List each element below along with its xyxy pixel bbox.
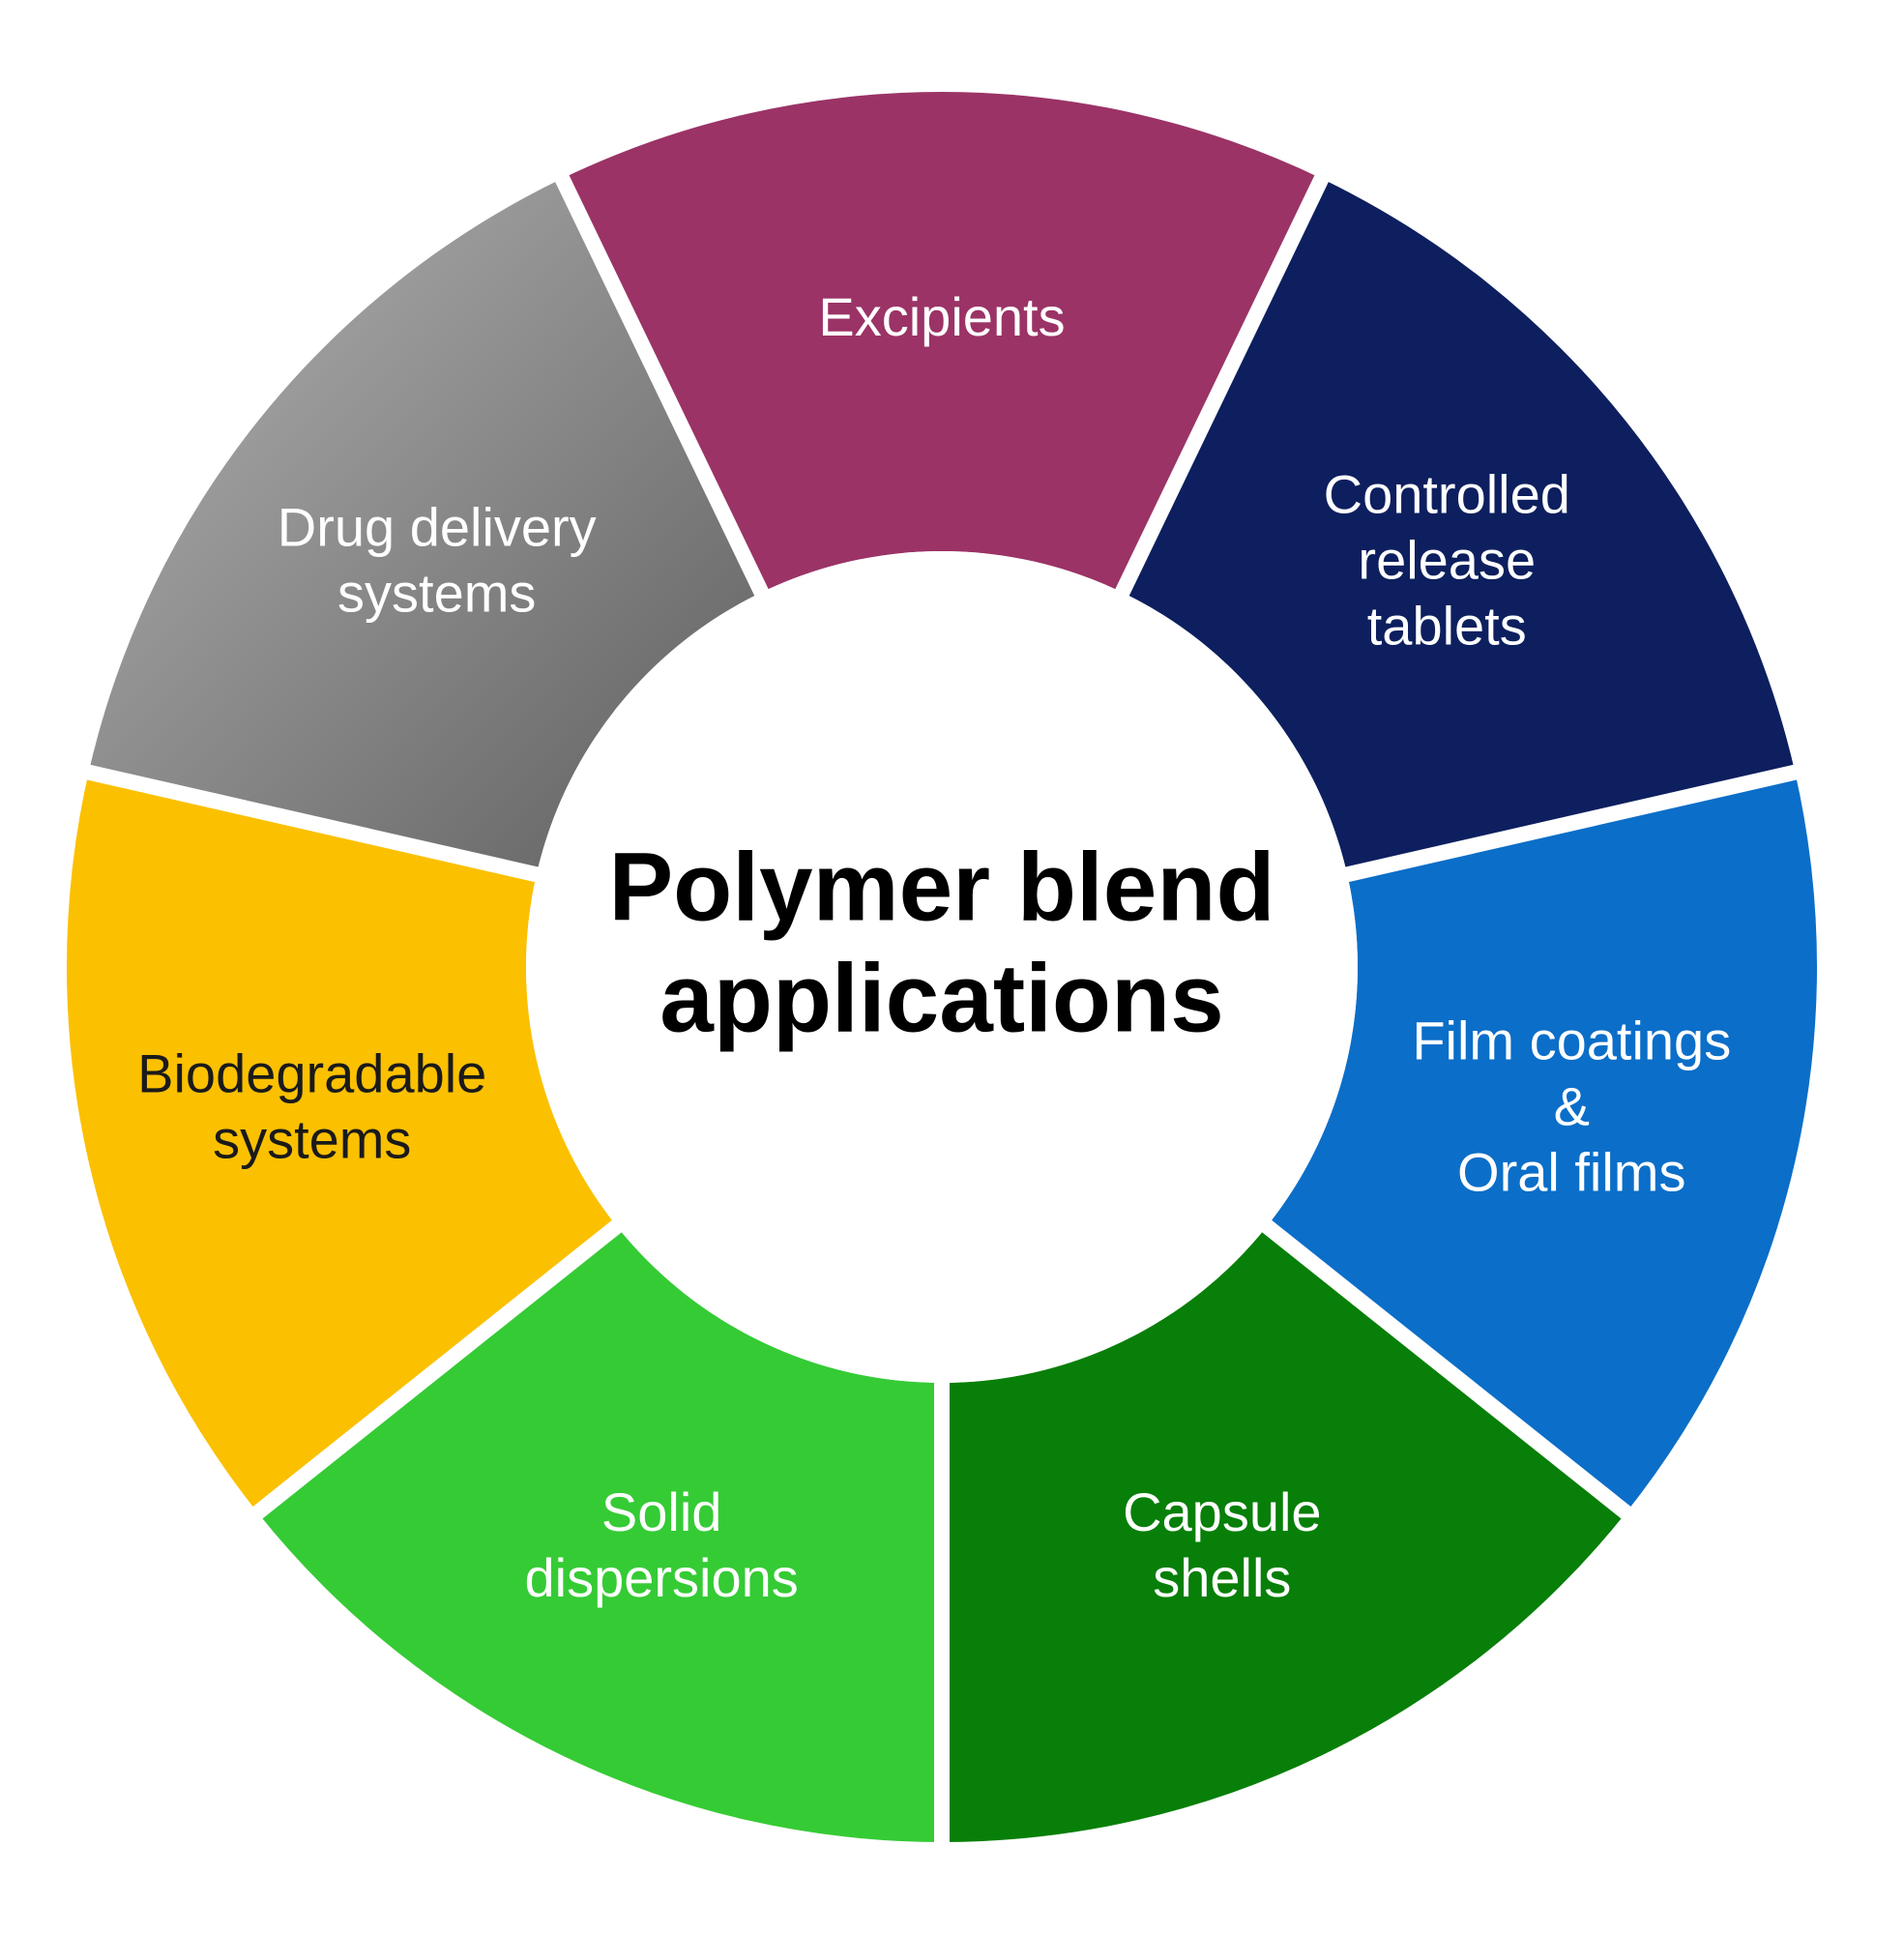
- segment-controlled-release-tablets-label-line: Controlled: [1324, 463, 1570, 524]
- segment-biodegradable-systems-label-line: systems: [213, 1108, 411, 1169]
- segment-capsule-shells-label-line: Capsule: [1123, 1481, 1321, 1542]
- segment-drug-delivery-systems-label-line: systems: [337, 562, 536, 623]
- segment-film-coatings-oral-films-label-line: &: [1554, 1075, 1590, 1136]
- center-title-line-2: applications: [659, 944, 1223, 1052]
- segment-divider: [68, 760, 558, 887]
- segment-controlled-release-tablets-label-line: release: [1358, 529, 1536, 590]
- segment-film-coatings-oral-films-label-line: Oral films: [1457, 1141, 1685, 1202]
- segment-controlled-release-tablets-label-line: tablets: [1367, 595, 1527, 656]
- segment-divider: [546, 158, 777, 614]
- segment-biodegradable-systems-label-line: Biodegradable: [137, 1042, 486, 1103]
- segment-capsule-shells-label-line: shells: [1153, 1547, 1291, 1608]
- segment-excipients: [562, 92, 1322, 593]
- segment-film-coatings-oral-films-label: Film coatings&Oral films: [1412, 1010, 1731, 1202]
- segment-divider: [1246, 1208, 1647, 1531]
- segment-excipients-label-line: Excipients: [818, 286, 1065, 347]
- segment-film-coatings-oral-films-label-line: Film coatings: [1412, 1010, 1731, 1070]
- segment-excipients-label: Excipients: [818, 286, 1065, 347]
- segment-solid-dispersions-label-line: Solid: [601, 1481, 722, 1542]
- segment-solid-dispersions-label-line: dispersions: [525, 1547, 799, 1608]
- center-circle: [526, 551, 1358, 1383]
- center-title-line-1: Polymer blend: [608, 833, 1274, 941]
- segment-divider: [1106, 158, 1337, 614]
- segment-divider: [237, 1208, 637, 1531]
- segment-divider: [1326, 760, 1816, 887]
- segment-drug-delivery-systems: [88, 178, 762, 875]
- segment-drug-delivery-systems-label-line: Drug delivery: [278, 496, 597, 557]
- segment-controlled-release-tablets: [1122, 178, 1796, 875]
